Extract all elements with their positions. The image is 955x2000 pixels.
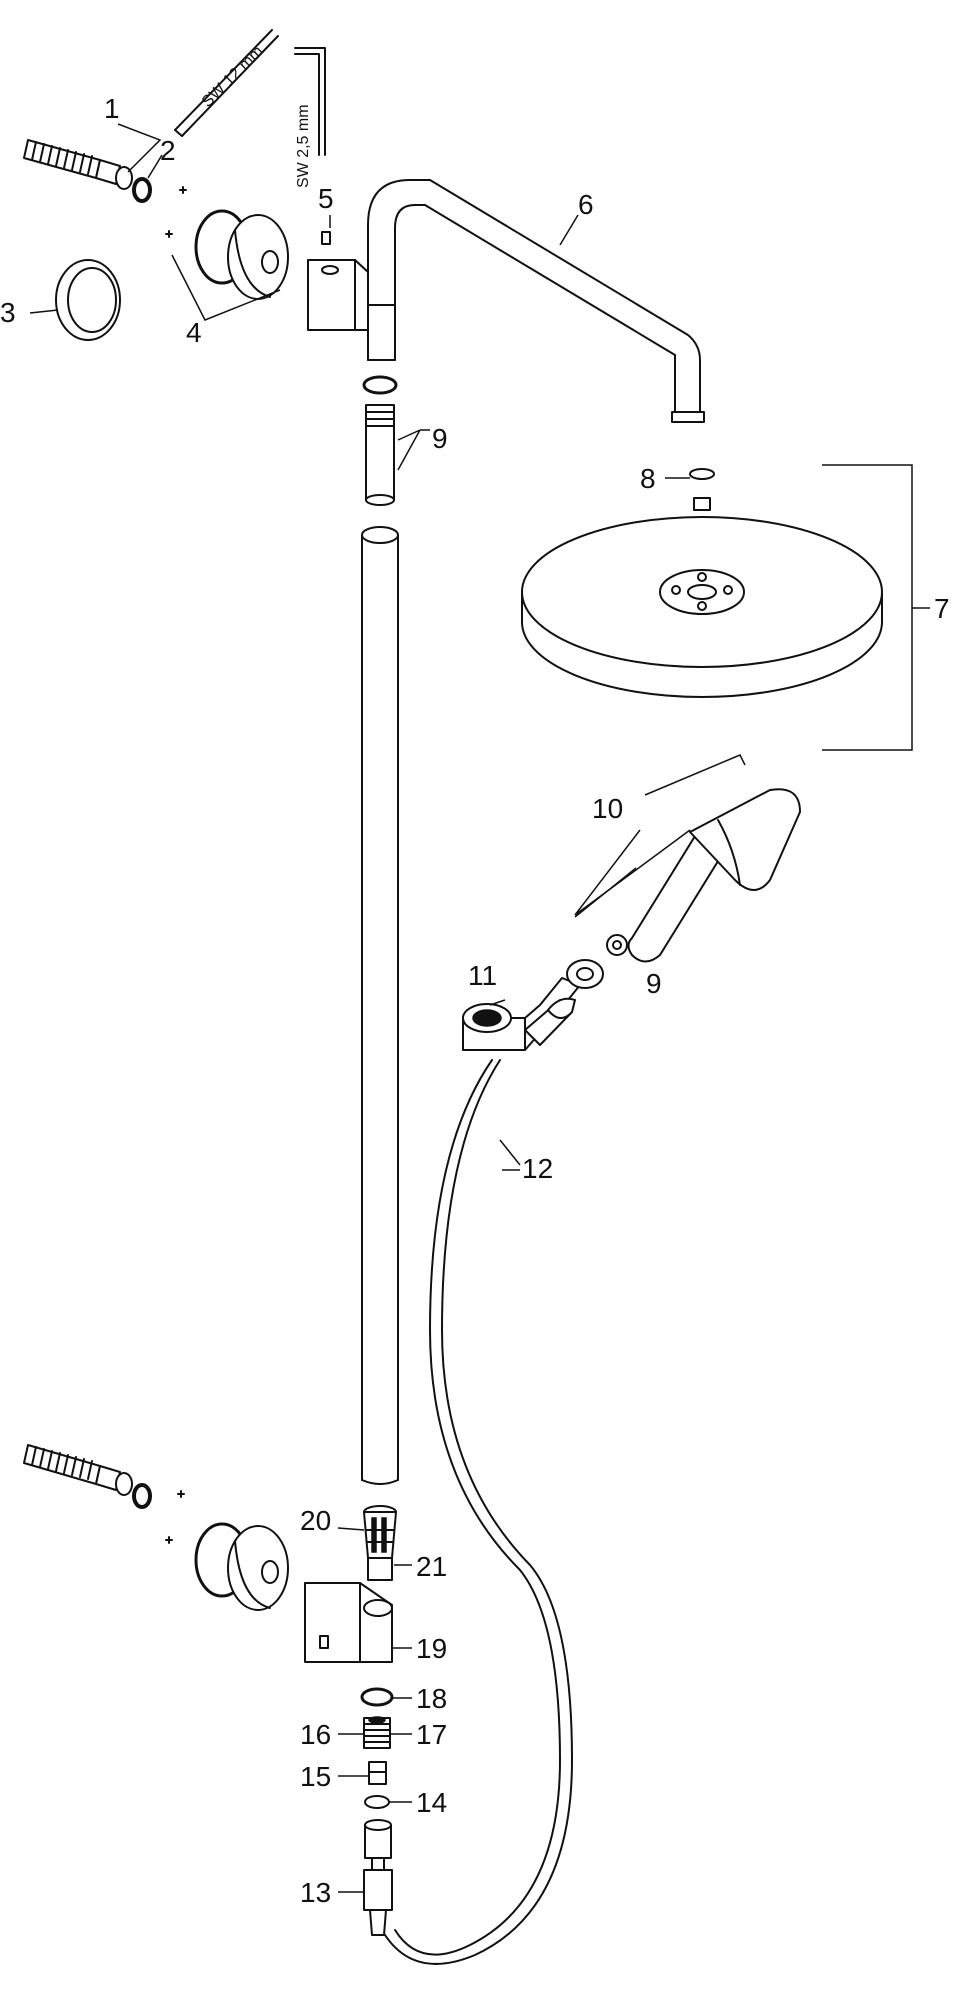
part-label-21: 21 bbox=[416, 1551, 447, 1582]
part-label-10: 10 bbox=[592, 793, 623, 824]
bottom-parts bbox=[304, 1505, 397, 1936]
top-wall-bracket bbox=[307, 231, 369, 331]
part-label-20: 20 bbox=[300, 1505, 331, 1536]
part-label-11: 11 bbox=[468, 960, 497, 991]
shower-arm bbox=[367, 179, 705, 423]
bottom-connector-assembly bbox=[23, 1444, 289, 1611]
part-label-9-hand: 9 bbox=[646, 968, 662, 999]
top-connector-assembly bbox=[23, 139, 289, 341]
part-label-19: 19 bbox=[416, 1633, 447, 1664]
part-label-12: 12 bbox=[522, 1153, 553, 1184]
part-label-9-top: 9 bbox=[432, 423, 448, 454]
part-label-3: 3 bbox=[0, 297, 16, 328]
part-label-17: 17 bbox=[416, 1719, 447, 1750]
hex-key-sw25-tool: SW 2,5 mm bbox=[294, 47, 326, 188]
shower-hose bbox=[384, 1059, 573, 1965]
top-adapter bbox=[362, 375, 430, 506]
part-label-18: 18 bbox=[416, 1683, 447, 1714]
slider bbox=[462, 959, 604, 1051]
part-label-4: 4 bbox=[186, 317, 202, 348]
part-label-1: 1 bbox=[104, 93, 120, 124]
part-label-7: 7 bbox=[934, 593, 950, 624]
part-label-8: 8 bbox=[640, 463, 656, 494]
wrench-sw12-tool: SW 12 mm bbox=[174, 29, 279, 137]
leader-lines bbox=[29, 123, 930, 1893]
overhead-shower bbox=[521, 464, 913, 751]
wrench-size-label: SW 12 mm bbox=[199, 43, 267, 111]
part-label-13: 13 bbox=[300, 1877, 331, 1908]
part-label-5: 5 bbox=[318, 183, 334, 214]
part-label-2: 2 bbox=[160, 135, 176, 166]
part-label-6: 6 bbox=[578, 189, 594, 220]
hand-shower bbox=[574, 754, 801, 963]
hex-key-size-label: SW 2,5 mm bbox=[295, 104, 312, 188]
riser-rail bbox=[361, 526, 399, 1485]
part-label-15: 15 bbox=[300, 1761, 331, 1792]
part-label-14: 14 bbox=[416, 1787, 447, 1818]
part-number-labels: 1 2 3 4 5 6 7 8 9 9 10 11 12 13 14 15 16… bbox=[0, 93, 950, 1908]
part-label-16: 16 bbox=[300, 1719, 331, 1750]
